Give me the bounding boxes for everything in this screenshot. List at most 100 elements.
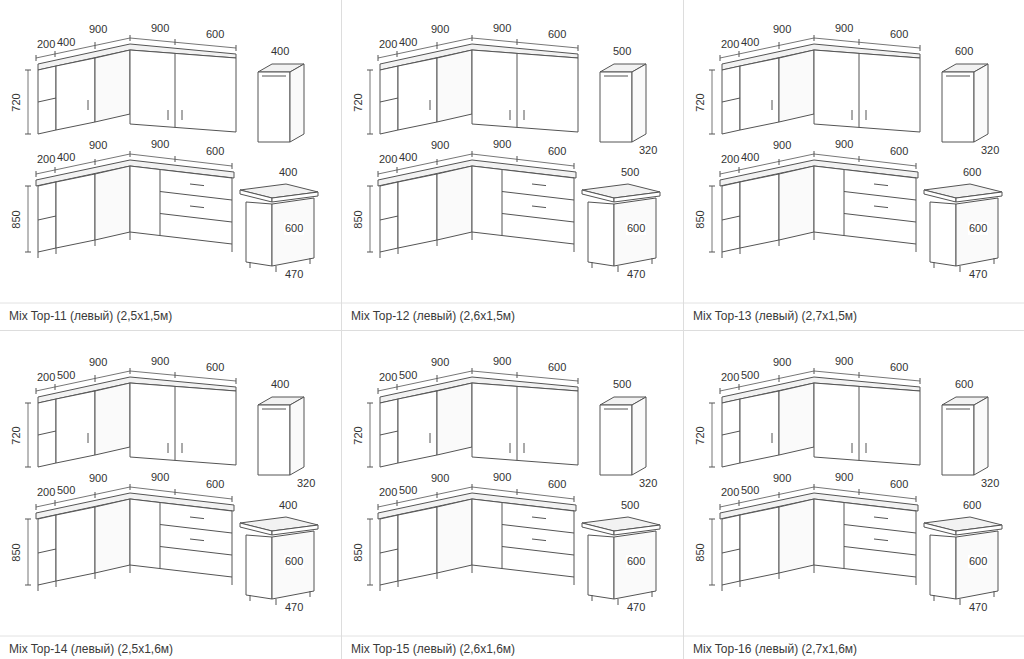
dimension-label: 470: [626, 268, 646, 281]
dimension-label: 200: [36, 153, 56, 166]
dimension-label: 500: [612, 378, 632, 391]
caption: Mix Top-14 (левый) (2,5х1,6м): [8, 642, 174, 657]
dimension-label: 600: [889, 28, 909, 41]
dimension-label: 600: [205, 361, 225, 374]
dimension-label: 720: [9, 92, 22, 112]
dimension-label: 400: [270, 378, 290, 391]
kitchen-set: [342, 368, 683, 636]
dimension-label: 320: [638, 144, 658, 157]
dimension-label: 500: [740, 484, 760, 497]
kitchen-set: [0, 35, 341, 303]
caption: Mix Top-13 (левый) (2,7х1,5м): [692, 309, 858, 324]
dimension-label: 500: [398, 484, 418, 497]
kitchen-set: [0, 368, 341, 636]
dimension-label: 600: [954, 45, 974, 58]
dimension-label: 850: [693, 209, 706, 229]
kitchen-set: [684, 368, 1024, 636]
dimension-label: 600: [626, 222, 646, 235]
dimension-label: 600: [205, 478, 225, 491]
dimension-label: 400: [398, 151, 418, 164]
dimension-label: 500: [56, 484, 76, 497]
dimension-label: 900: [492, 355, 512, 368]
dimension-label: 900: [834, 471, 854, 484]
dimension-label: 600: [547, 145, 567, 158]
dimension-label: 720: [9, 425, 22, 445]
dimension-label: 900: [772, 472, 792, 485]
dimension-label: 900: [834, 22, 854, 35]
dimension-label: 400: [398, 36, 418, 49]
dimension-label: 900: [150, 355, 170, 368]
caption: Mix Top-12 (левый) (2,6х1,5м): [350, 309, 516, 324]
dimension-label: 600: [284, 555, 304, 568]
dimension-label: 900: [430, 23, 450, 36]
dimension-label: 320: [638, 477, 658, 490]
dimension-label: 600: [889, 361, 909, 374]
dimension-label: 900: [88, 23, 108, 36]
kitchen-set: [342, 35, 683, 303]
dimension-label: 720: [693, 92, 706, 112]
dimension-label: 850: [351, 542, 364, 562]
dimension-label: 400: [740, 36, 760, 49]
dimension-label: 600: [968, 222, 988, 235]
dimension-label: 500: [740, 369, 760, 382]
dimension-label: 720: [351, 92, 364, 112]
dimension-label: 200: [378, 38, 398, 51]
dimension-label: 600: [284, 222, 304, 235]
dimension-label: 200: [378, 371, 398, 384]
dimension-label: 400: [278, 166, 298, 179]
dimension-label: 500: [612, 45, 632, 58]
dimension-label: 200: [378, 486, 398, 499]
dimension-label: 900: [834, 138, 854, 151]
caption: Mix Top-15 (левый) (2,6х1,6м): [350, 642, 516, 657]
dimension-label: 900: [492, 22, 512, 35]
dimension-label: 470: [284, 601, 304, 614]
dimension-label: 600: [626, 555, 646, 568]
dimension-label: 200: [36, 371, 56, 384]
dimension-label: 400: [56, 36, 76, 49]
dimension-label: 600: [954, 378, 974, 391]
dimension-label: 850: [9, 542, 22, 562]
dimension-label: 600: [889, 478, 909, 491]
dimension-label: 900: [150, 471, 170, 484]
dimension-label: 900: [492, 471, 512, 484]
dimension-label: 600: [547, 28, 567, 41]
dimension-label: 200: [720, 371, 740, 384]
dimension-label: 600: [547, 478, 567, 491]
dimension-label: 200: [36, 38, 56, 51]
dimension-label: 850: [693, 542, 706, 562]
dimension-label: 600: [547, 361, 567, 374]
dimension-label: 900: [88, 472, 108, 485]
dimension-label: 900: [430, 139, 450, 152]
dimension-label: 900: [430, 472, 450, 485]
dimension-label: 500: [56, 369, 76, 382]
dimension-label: 470: [626, 601, 646, 614]
dimension-label: 400: [278, 499, 298, 512]
kitchen-set: [684, 35, 1024, 303]
caption: Mix Top-11 (левый) (2,5х1,5м): [8, 309, 173, 324]
dimension-label: 850: [9, 209, 22, 229]
dimension-label: 600: [962, 499, 982, 512]
dimension-label: 900: [150, 22, 170, 35]
dimension-label: 850: [351, 209, 364, 229]
dimension-label: 320: [980, 477, 1000, 490]
dimension-label: 900: [88, 139, 108, 152]
dimension-label: 400: [56, 151, 76, 164]
dimension-label: 900: [430, 356, 450, 369]
dimension-label: 600: [968, 555, 988, 568]
dimension-label: 200: [36, 486, 56, 499]
dimension-label: 500: [620, 166, 640, 179]
dimension-label: 320: [296, 477, 316, 490]
dimension-label: 900: [150, 138, 170, 151]
dimension-label: 900: [88, 356, 108, 369]
dimension-label: 470: [968, 601, 988, 614]
dimension-label: 600: [205, 145, 225, 158]
dimension-label: 200: [720, 38, 740, 51]
dimension-label: 900: [492, 138, 512, 151]
dimension-label: 200: [378, 153, 398, 166]
dimension-label: 600: [205, 28, 225, 41]
dimension-label: 600: [962, 166, 982, 179]
dimension-label: 900: [772, 356, 792, 369]
dimension-label: 720: [351, 425, 364, 445]
dimension-label: 470: [968, 268, 988, 281]
